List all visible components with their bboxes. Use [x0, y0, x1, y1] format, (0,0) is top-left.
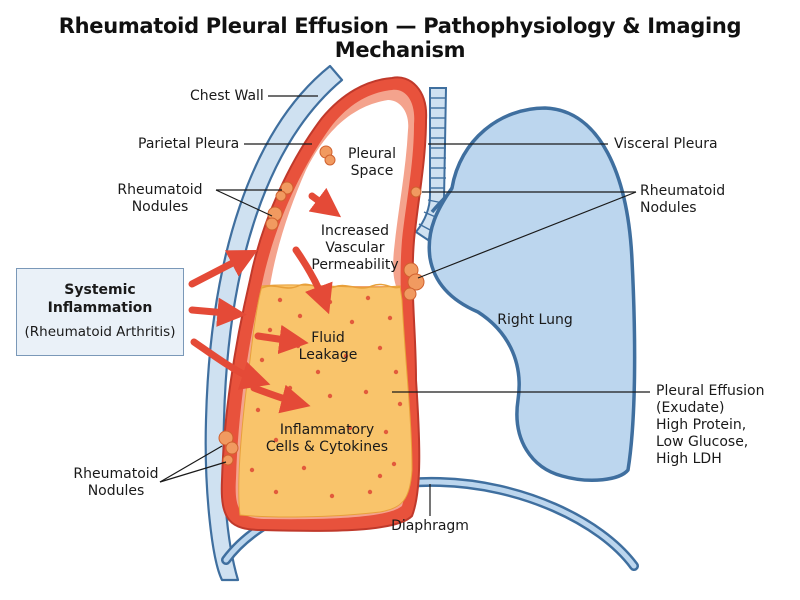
diaphragm-label: Diaphragm — [391, 518, 469, 534]
inflammation-arrows — [188, 187, 342, 414]
nodules-upper-left — [265, 145, 336, 231]
parietal-pleura-label: Parietal Pleura — [138, 136, 240, 152]
fluid-leakage-label: Fluid Leakage — [298, 330, 358, 363]
systemic-inflammation-box: Systemic Inflammation (Rheumatoid Arthri… — [16, 268, 184, 356]
inflammatory-cells-label: Inflammatory Cells & Cytokines — [265, 422, 389, 455]
leader-lines — [159, 95, 650, 516]
rheumatoid-nodules-upper-left-label: Rheumatoid Nodules — [117, 182, 203, 215]
chest-wall-label: Chest Wall — [190, 88, 264, 104]
pleural-space-label: Pleural Space — [347, 146, 397, 179]
systemic-inflammation-subtitle: (Rheumatoid Arthritis) — [24, 324, 176, 340]
systemic-inflammation-title: Systemic Inflammation — [47, 282, 153, 316]
pleural-effusion — [238, 284, 413, 518]
right-lung-label: Right Lung — [497, 312, 573, 328]
page-title: Rheumatoid Pleural Effusion — Pathophysi… — [58, 14, 742, 62]
right-lung — [427, 106, 637, 482]
visceral-pleura-label: Visceral Pleura — [614, 136, 718, 152]
rheumatoid-nodules-lower-left-label: Rheumatoid Nodules — [73, 466, 159, 499]
pleural-effusion-label: Pleural Effusion (Exudate) High Protein,… — [656, 383, 765, 467]
nodules-right — [403, 186, 425, 301]
rheumatoid-nodules-right-label: Rheumatoid Nodules — [640, 183, 726, 216]
increased-vascular-permeability-label: Increased Vascular Permeability — [311, 223, 399, 273]
nodules-lower-left — [218, 430, 239, 466]
chest-wall — [204, 64, 344, 582]
